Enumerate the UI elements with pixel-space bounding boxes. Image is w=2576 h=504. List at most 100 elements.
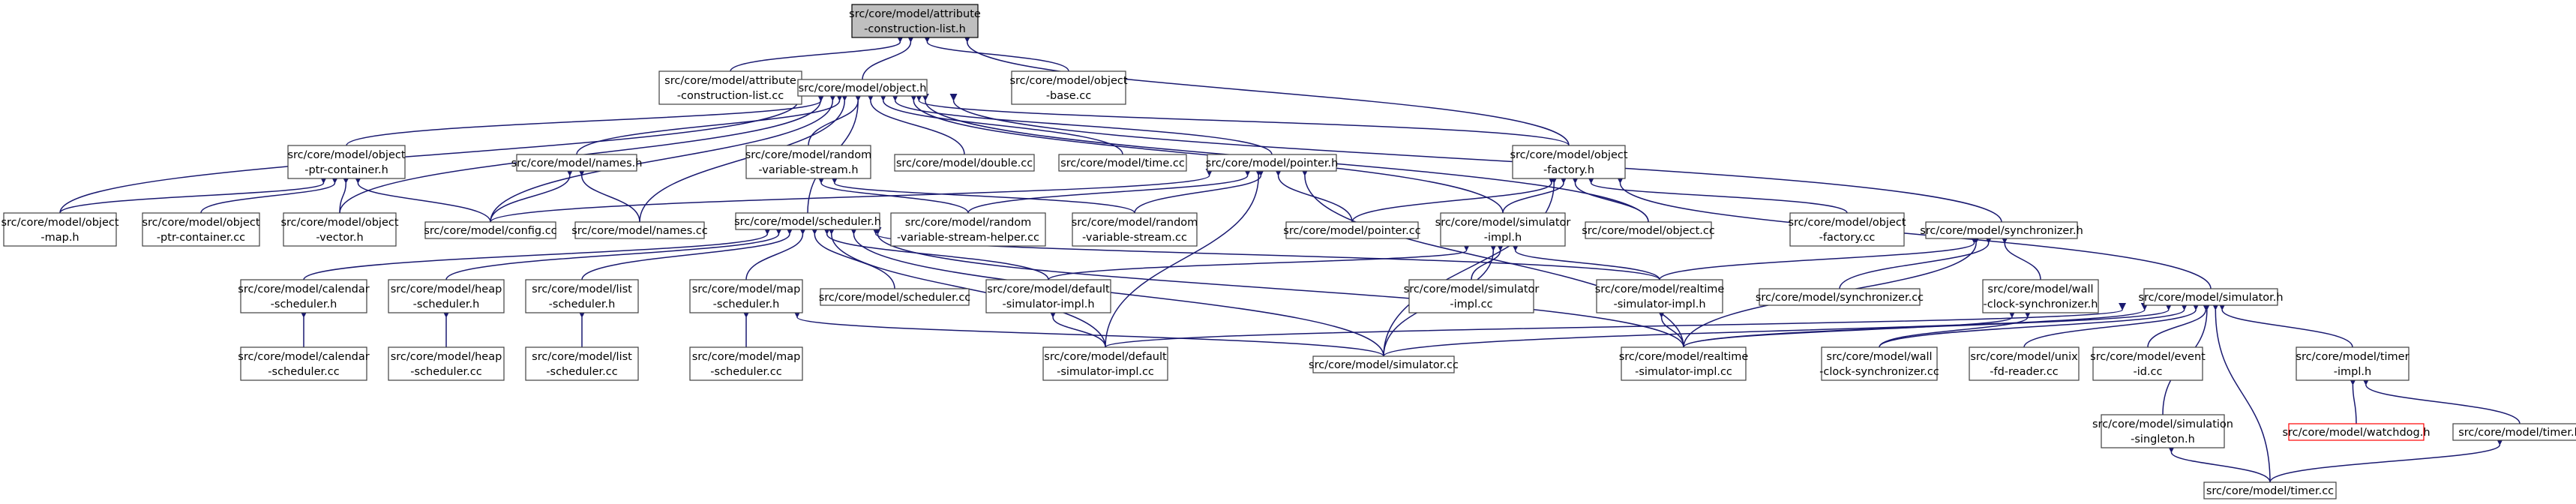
edge-rtsimimpl_h-to-rtsimimpl_cc: [1657, 310, 1684, 348]
node-label: -construction-list.cc: [677, 90, 784, 102]
node-watchdog-h[interactable]: src/core/model/watchdog.h: [2282, 423, 2431, 441]
node-mapsched-cc[interactable]: src/core/model/map-scheduler.cc: [689, 346, 803, 381]
node-attr-h[interactable]: src/core/model/attribute-construction-li…: [849, 4, 981, 38]
node-label: src/core/model/default: [987, 284, 1110, 296]
node-objvec-h[interactable]: src/core/model/object-vector.h: [280, 212, 399, 247]
node-calsched-h[interactable]: src/core/model/calendar-scheduler.h: [238, 279, 370, 314]
node-config-cc[interactable]: src/core/model/config.cc: [424, 221, 557, 239]
node-names-cc[interactable]: src/core/model/names.cc: [571, 221, 708, 239]
node-mapsched-h[interactable]: src/core/model/map-scheduler.h: [689, 279, 803, 314]
edge-scheduler_h-to-heapsched_h: [445, 226, 783, 280]
node-label: src/core/model/calendar: [238, 351, 369, 363]
node-label: src/core/model/simulator: [1404, 284, 1540, 296]
node-box: [851, 4, 979, 38]
node-box: [2203, 482, 2337, 500]
edge-object_h-to-double_cc: [866, 93, 965, 155]
node-rvs-h[interactable]: src/core/model/random-variable-stream.h: [745, 145, 872, 179]
node-box: [985, 279, 1111, 314]
node-simsingleton-h[interactable]: src/core/model/simulation -singleton.h: [2092, 414, 2233, 448]
node-label: src/core/model/simulator.cc: [1309, 359, 1459, 371]
node-label: -factory.h: [1543, 164, 1594, 176]
node-box: [283, 212, 397, 247]
node-box: [2452, 423, 2576, 441]
node-label: src/core/model/object: [280, 217, 398, 229]
node-box: [240, 279, 367, 314]
node-ptrcont-cc[interactable]: src/core/model/object-ptr-container.cc: [142, 212, 260, 247]
node-scheduler-cc[interactable]: src/core/model/scheduler.cc: [819, 288, 971, 306]
node-listsched-cc[interactable]: src/core/model/list-scheduler.cc: [525, 346, 639, 381]
node-timerimpl-h[interactable]: src/core/model/timer-impl.h: [2296, 346, 2410, 381]
edge-names_h-to-names_cc: [577, 168, 640, 223]
node-label: src/core/model/names.h: [511, 158, 643, 170]
node-label: -simulator-impl.cc: [1057, 366, 1154, 378]
node-label: -scheduler.h: [713, 298, 780, 310]
node-defsimimpl-cc[interactable]: src/core/model/default-simulator-impl.cc: [1042, 346, 1168, 381]
node-box: [689, 279, 803, 314]
node-simimpl-h[interactable]: src/core/model/simulator-impl.h: [1435, 212, 1571, 247]
node-simimpl-cc[interactable]: src/core/model/simulator-impl.cc: [1404, 279, 1540, 314]
node-label: src/core/model/wall: [1987, 284, 2093, 296]
node-wallsync-cc[interactable]: src/core/model/wall-clock-synchronizer.c…: [1819, 346, 1939, 381]
node-wallsync-h[interactable]: src/core/model/wall-clock-synchronizer.h: [1982, 279, 2099, 314]
edge-ptrcont_h-to-objmap_h: [59, 176, 328, 214]
node-label: -id.cc: [2133, 366, 2162, 378]
edge-simsingleton_h-to-timer_cc: [2167, 445, 2271, 483]
edge-pointer_h-to-rvs_cc: [1134, 168, 1265, 214]
edge-rvs_h-to-rvs_cc: [830, 176, 1135, 214]
node-objbase-cc[interactable]: src/core/model/object-base.cc: [1009, 70, 1128, 105]
node-box: [1585, 221, 1712, 239]
node-listsched-h[interactable]: src/core/model/list-scheduler.h: [525, 279, 639, 314]
node-double-cc[interactable]: src/core/model/double.cc: [894, 154, 1035, 172]
node-label: -simulator-impl.h: [1613, 298, 1705, 310]
node-box: [388, 346, 505, 381]
node-heapsched-cc[interactable]: src/core/model/heap-scheduler.cc: [388, 346, 505, 381]
node-label: -singleton.h: [2131, 434, 2195, 446]
node-factory-h[interactable]: src/core/model/object-factory.h: [1510, 145, 1628, 179]
node-rtsimimpl-h[interactable]: src/core/model/realtime-simulator-impl.h: [1595, 279, 1725, 314]
node-box: [3, 212, 117, 247]
node-simulator-h[interactable]: src/core/model/simulator.h: [2138, 288, 2284, 306]
node-pointer-cc[interactable]: src/core/model/pointer.cc: [1283, 221, 1421, 239]
node-defsimimpl-h[interactable]: src/core/model/default-simulator-impl.h: [985, 279, 1111, 314]
node-label: src/core/model/unix: [1970, 351, 2078, 363]
node-sync-cc[interactable]: src/core/model/synchronizer.cc: [1756, 288, 1924, 306]
node-ptrcont-h[interactable]: src/core/model/object-ptr-container.h: [287, 145, 406, 179]
node-rvshelper-cc[interactable]: src/core/model/random-variable-stream-he…: [890, 212, 1046, 247]
node-label: src/core/model/scheduler.cc: [819, 292, 971, 304]
node-box: [820, 288, 970, 306]
node-rtsimimpl-cc[interactable]: src/core/model/realtime-simulator-impl.c…: [1619, 346, 1749, 381]
node-label: -fd-reader.cc: [1990, 366, 2059, 378]
edge-object_h-to-config_cc: [490, 93, 837, 223]
node-heapsched-h[interactable]: src/core/model/heap-scheduler.h: [388, 279, 505, 314]
node-sync-h[interactable]: src/core/model/synchronizer.h: [1920, 221, 2083, 239]
node-factory-cc[interactable]: src/core/model/object-factory.cc: [1788, 212, 1906, 247]
node-box: [1312, 356, 1455, 374]
edge-names_h-to-config_cc: [490, 168, 574, 223]
node-objmap-h[interactable]: src/core/model/object-map.h: [1, 212, 119, 247]
node-time-cc[interactable]: src/core/model/time.cc: [1058, 154, 1187, 172]
node-scheduler-h[interactable]: src/core/model/scheduler.h: [734, 212, 881, 230]
node-eventid-cc[interactable]: src/core/model/event-id.cc: [2090, 346, 2206, 381]
node-label: src/core/model/config.cc: [424, 225, 556, 237]
node-box: [424, 221, 556, 239]
node-pointer-h[interactable]: src/core/model/pointer.h: [1206, 154, 1339, 172]
node-box: [894, 154, 1035, 172]
node-object-h[interactable]: src/core/model/object.h: [797, 79, 928, 97]
node-label: src/core/model/simulation: [2092, 418, 2233, 430]
node-simulator-cc[interactable]: src/core/model/simulator.cc: [1309, 356, 1459, 374]
node-attr-cc[interactable]: src/core/model/attribute-construction-li…: [658, 70, 802, 105]
node-timer-h[interactable]: src/core/model/timer.h: [2452, 423, 2576, 441]
edge-simulator_h-to-timer_cc: [2212, 302, 2271, 483]
node-unixfd-cc[interactable]: src/core/model/unix -fd-reader.cc: [1969, 346, 2080, 381]
node-rvs-cc[interactable]: src/core/model/random-variable-stream.cc: [1072, 212, 1198, 247]
node-label: src/core/model/pointer.h: [1206, 158, 1339, 170]
node-box: [890, 212, 1046, 247]
node-object-cc[interactable]: src/core/model/object.cc: [1582, 221, 1715, 239]
edge-sync_h-to-rtsimimpl_h: [1659, 236, 1978, 280]
node-box: [1969, 346, 2080, 381]
node-names-h[interactable]: src/core/model/names.h: [511, 154, 643, 172]
node-box: [1925, 221, 2078, 239]
node-label: -ptr-container.cc: [157, 232, 245, 244]
node-timer-cc[interactable]: src/core/model/timer.cc: [2203, 482, 2337, 500]
node-calsched-cc[interactable]: src/core/model/calendar-scheduler.cc: [238, 346, 370, 381]
